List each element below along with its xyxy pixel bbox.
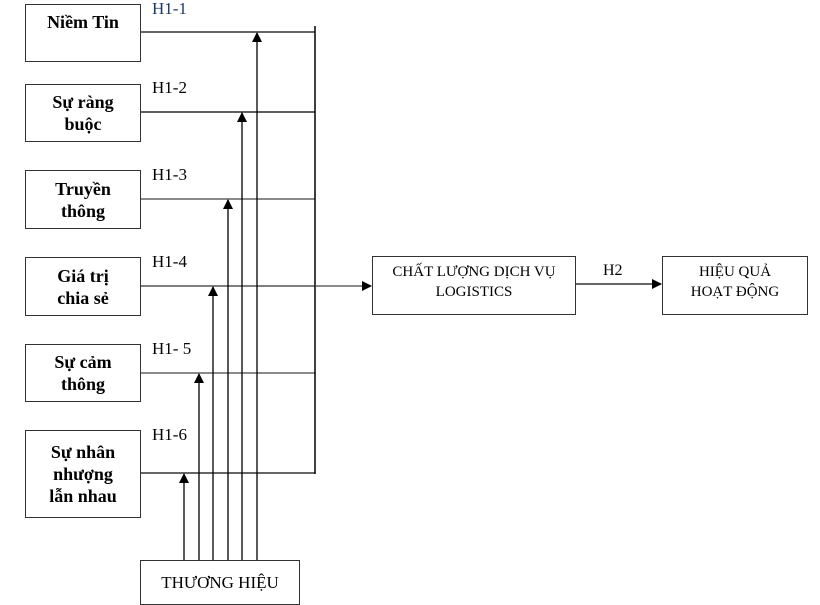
hypothesis-label-h1-2: H1-2 bbox=[152, 78, 187, 97]
hypothesis-label-h1-6: H1-6 bbox=[152, 425, 187, 444]
factor-label: Niềm Tin bbox=[47, 12, 119, 32]
factor-box-truyen-thong: Truyền thông bbox=[25, 170, 141, 229]
hypothesis-label-h1-1: H1-1 bbox=[152, 0, 187, 18]
factor-box-su-cam-thong: Sự cảm thông bbox=[25, 344, 141, 402]
factor-label: Truyền thông bbox=[55, 178, 111, 221]
outcome-box-hieu-qua-hoat-dong: HIỆU QUẢ HOẠT ĐỘNG bbox=[662, 256, 808, 315]
hypothesis-label-h2: H2 bbox=[603, 262, 623, 279]
factor-label: Sự cảm thông bbox=[54, 352, 112, 394]
hypothesis-label-h1-4: H1-4 bbox=[152, 252, 187, 271]
mediator-label: CHẤT LƯỢNG DỊCH VỤ LOGISTICS bbox=[392, 264, 556, 300]
factor-label: Sự ràng buộc bbox=[52, 92, 114, 134]
moderator-box-thuong-hieu: THƯƠNG HIỆU bbox=[140, 560, 300, 605]
moderator-label: THƯƠNG HIỆU bbox=[161, 572, 279, 592]
factor-box-su-nhan-nhuong: Sự nhân nhượng lẫn nhau bbox=[25, 430, 141, 518]
factor-box-su-rang-buoc: Sự ràng buộc bbox=[25, 84, 141, 142]
factor-box-niem-tin: Niềm Tin bbox=[25, 4, 141, 62]
factor-label: Giá trị chia sẻ bbox=[57, 265, 109, 308]
outcome-label: HIỆU QUẢ HOẠT ĐỘNG bbox=[690, 264, 780, 300]
factor-box-gia-tri-chia-se: Giá trị chia sẻ bbox=[25, 257, 141, 316]
hypothesis-label-h1-3: H1-3 bbox=[152, 165, 187, 184]
hypothesis-label-h1-5: H1- 5 bbox=[152, 339, 192, 358]
mediator-box-chat-luong-dich-vu: CHẤT LƯỢNG DỊCH VỤ LOGISTICS bbox=[372, 256, 576, 315]
factor-label: Sự nhân nhượng lẫn nhau bbox=[49, 442, 117, 506]
